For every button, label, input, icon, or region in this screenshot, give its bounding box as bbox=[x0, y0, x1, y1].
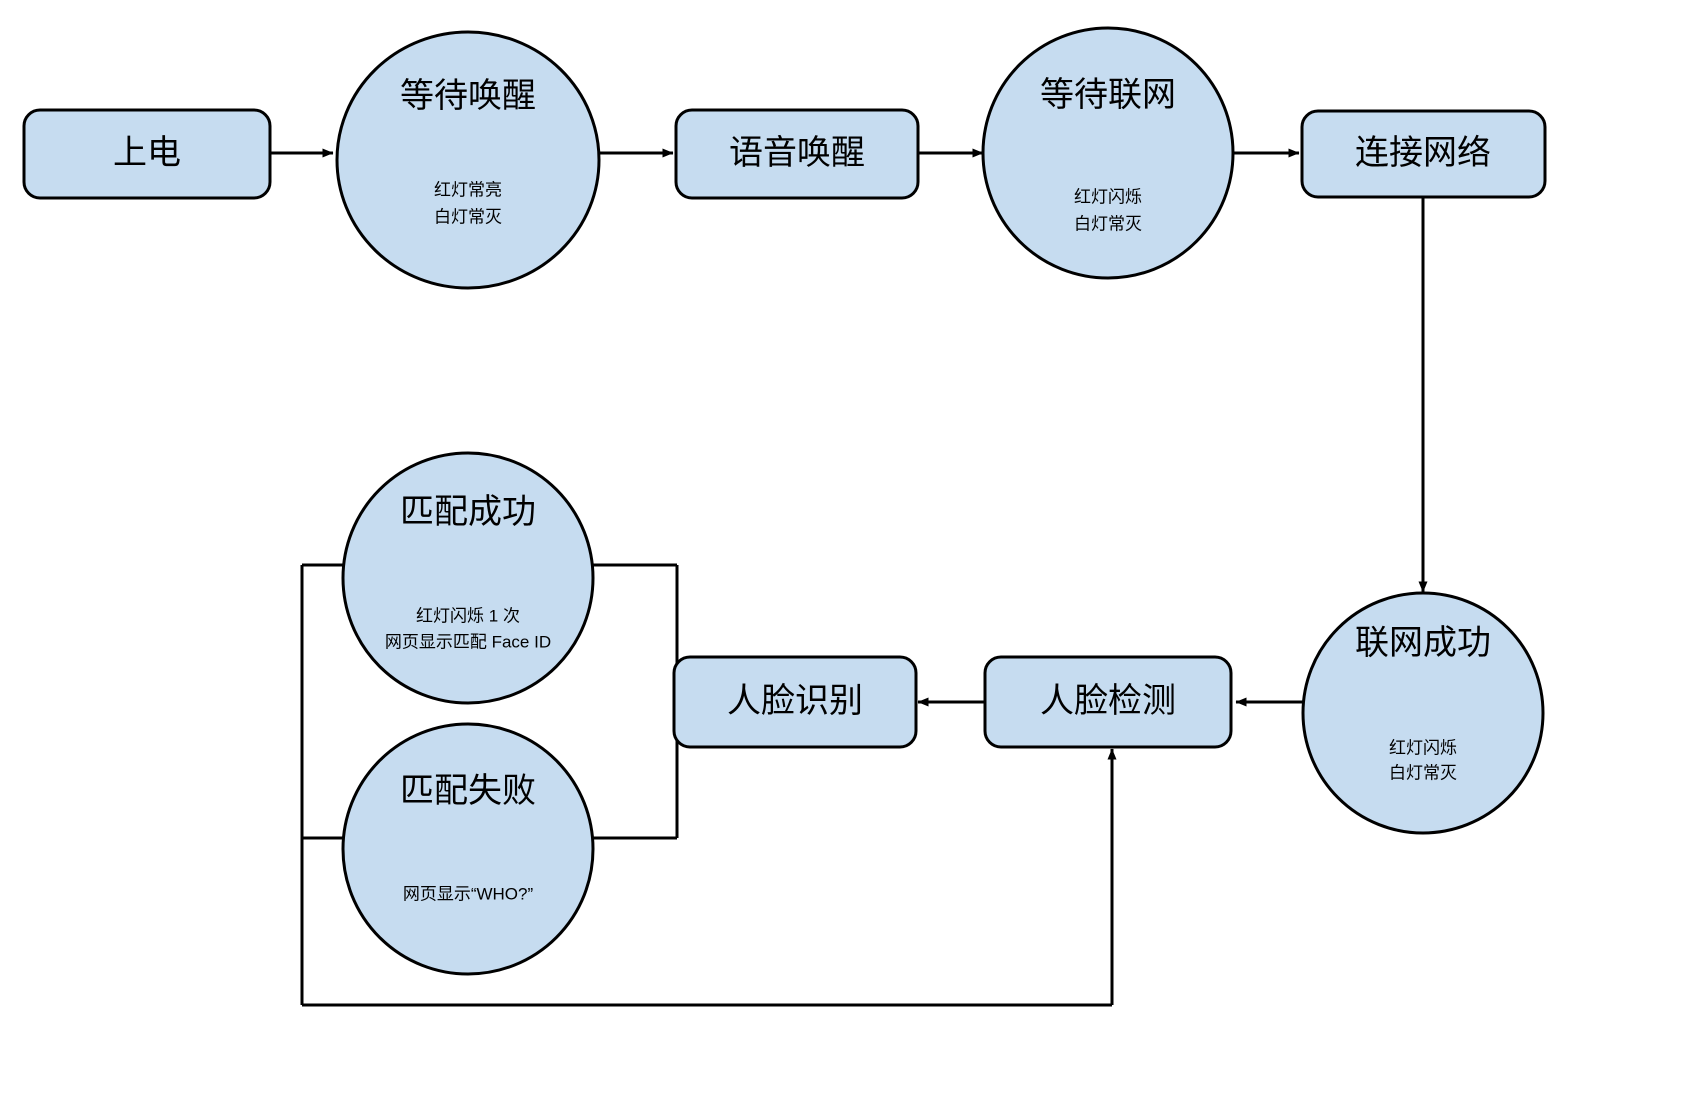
node-voice-wakeup-title: 语音唤醒 bbox=[729, 134, 865, 172]
node-face-recognition[interactable]: 人脸识别 bbox=[672, 655, 918, 749]
node-layer: 上电 等待唤醒 红灯常亮 白灯常灭 语音唤醒 等待联网 红灯闪烁 白灯常灭 bbox=[22, 26, 1547, 976]
node-network-success[interactable]: 联网成功 红灯闪烁 白灯常灭 bbox=[1301, 591, 1545, 835]
node-waiting-wakeup-title: 等待唤醒 bbox=[400, 77, 536, 115]
node-match-success-title: 匹配成功 bbox=[400, 493, 536, 531]
node-face-recognition-shape[interactable] bbox=[672, 655, 918, 749]
edge-layer bbox=[270, 148, 1428, 1007]
node-waiting-wakeup-sub-line-1: 红灯常亮 bbox=[434, 180, 502, 199]
node-waiting-wakeup-sub-line-2: 白灯常灭 bbox=[434, 207, 502, 226]
node-face-detection-shape[interactable] bbox=[983, 655, 1233, 749]
node-network-success-sub-line-2: 白灯常灭 bbox=[1389, 763, 1457, 782]
node-waiting-network[interactable]: 等待联网 红灯闪烁 白灯常灭 bbox=[981, 26, 1235, 280]
node-connect-network-shape[interactable] bbox=[1300, 109, 1547, 199]
node-power-on-shape[interactable] bbox=[22, 108, 272, 200]
node-power-on[interactable]: 上电 bbox=[22, 108, 272, 200]
node-waiting-network-sub-line-2: 白灯常灭 bbox=[1074, 214, 1142, 233]
node-match-failure-title: 匹配失败 bbox=[400, 772, 536, 810]
node-face-detection[interactable]: 人脸检测 bbox=[983, 655, 1233, 749]
node-face-detection-title: 人脸检测 bbox=[1040, 682, 1176, 720]
node-match-success-sub-line-1: 红灯闪烁 1 次 bbox=[416, 606, 520, 625]
node-match-failure[interactable]: 匹配失败 网页显示“WHO?” bbox=[341, 722, 595, 976]
node-voice-wakeup-shape[interactable] bbox=[674, 108, 920, 200]
node-waiting-wakeup[interactable]: 等待唤醒 红灯常亮 白灯常灭 bbox=[335, 30, 601, 290]
node-waiting-network-title: 等待联网 bbox=[1040, 76, 1176, 114]
node-network-success-shape[interactable] bbox=[1301, 591, 1545, 835]
node-connect-network[interactable]: 连接网络 bbox=[1300, 109, 1547, 199]
node-network-success-sub-line-1: 红灯闪烁 bbox=[1389, 738, 1457, 757]
node-match-failure-shape[interactable] bbox=[341, 722, 595, 976]
node-network-success-title: 联网成功 bbox=[1355, 624, 1491, 662]
node-match-success[interactable]: 匹配成功 红灯闪烁 1 次 网页显示匹配 Face ID bbox=[341, 451, 595, 705]
node-waiting-network-shape[interactable] bbox=[981, 26, 1235, 280]
node-connect-network-title: 连接网络 bbox=[1355, 134, 1491, 172]
node-waiting-network-sub-line-1: 红灯闪烁 bbox=[1074, 187, 1142, 206]
node-power-on-title: 上电 bbox=[113, 134, 181, 172]
node-face-recognition-title: 人脸识别 bbox=[727, 682, 863, 720]
node-voice-wakeup[interactable]: 语音唤醒 bbox=[674, 108, 920, 200]
node-match-success-shape[interactable] bbox=[341, 451, 595, 705]
node-match-success-sub-line-2: 网页显示匹配 Face ID bbox=[385, 632, 551, 651]
node-match-failure-sub-line-1: 网页显示“WHO?” bbox=[403, 884, 534, 903]
node-waiting-wakeup-shape[interactable] bbox=[335, 30, 601, 290]
